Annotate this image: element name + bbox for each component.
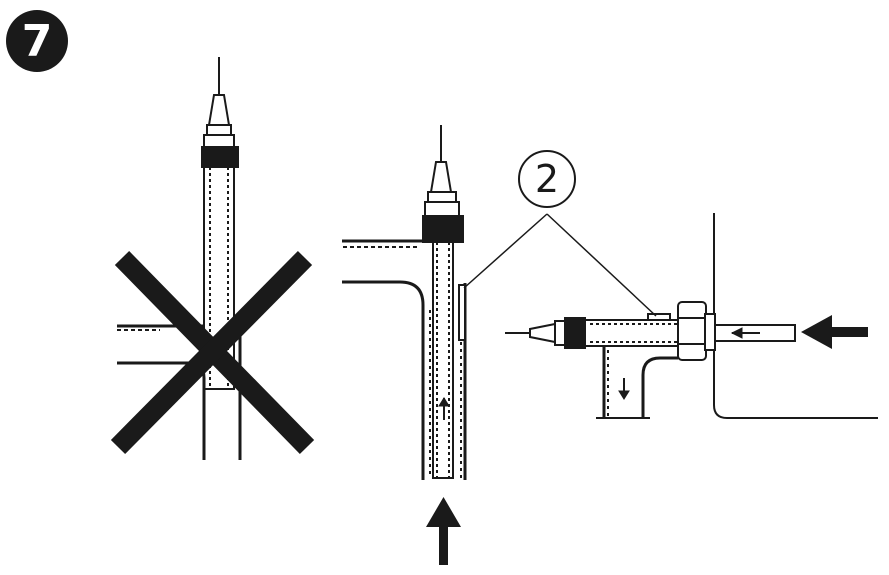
- pipe-fitting: [596, 346, 678, 419]
- panel-vertical-installation: [342, 125, 467, 565]
- callout-leader-lines: [463, 213, 657, 317]
- gasket: [458, 284, 466, 341]
- gasket: [647, 313, 671, 321]
- tank-wall: [713, 213, 878, 419]
- panel-horizontal-installation: [505, 213, 878, 419]
- left-arrow-icon: [801, 315, 868, 349]
- callout-circle: 2: [518, 150, 576, 208]
- up-arrow-icon: [426, 497, 461, 565]
- down-arrow-icon: [438, 397, 450, 420]
- callout-number: 2: [534, 157, 560, 201]
- left-arrow-small-icon: [730, 327, 760, 339]
- step-number: 7: [21, 15, 53, 67]
- sensor-probe: [422, 125, 464, 479]
- panel-incorrect-installation: [110, 57, 315, 460]
- mounting-nut: [677, 301, 716, 361]
- step-number-badge: 7: [6, 10, 68, 72]
- down-arrow-icon: [618, 378, 630, 400]
- x-mark-icon: [110, 250, 315, 455]
